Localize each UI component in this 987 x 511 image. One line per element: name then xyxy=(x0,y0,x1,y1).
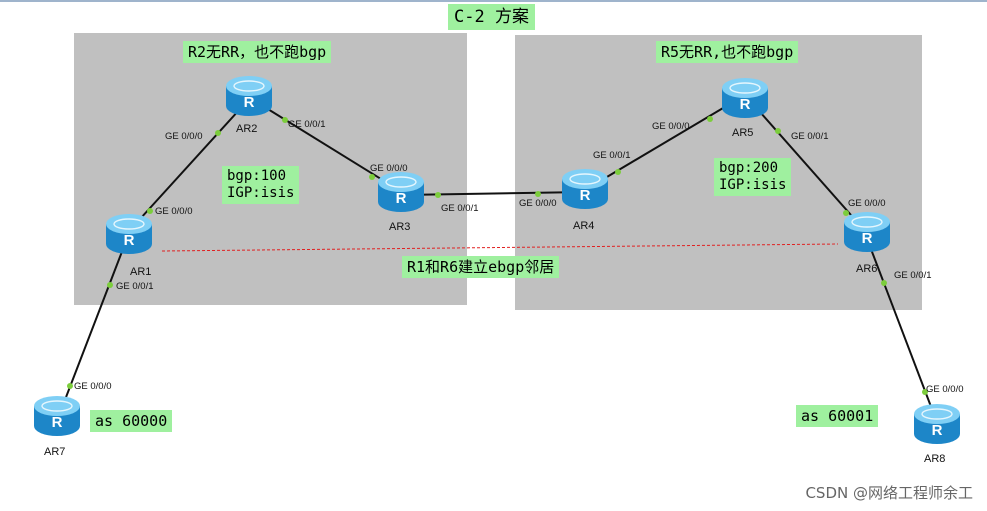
diagram-title: C-2 方案 xyxy=(448,4,535,30)
router-glyph: R xyxy=(580,187,591,204)
port-dot xyxy=(435,192,441,198)
port-dot xyxy=(922,389,928,395)
link-ar2-ar3 xyxy=(249,97,403,193)
router-glyph: R xyxy=(124,232,135,249)
as100-igp: IGP:isis xyxy=(227,185,295,201)
as100-bgp: bgp:100 xyxy=(227,168,287,184)
ebgp-peering-line xyxy=(161,243,839,252)
port-dot xyxy=(67,383,73,389)
router-glyph: R xyxy=(932,422,943,439)
port-label: GE 0/0/1 xyxy=(791,131,829,142)
router-glyph: R xyxy=(52,414,63,431)
top-border xyxy=(0,0,987,2)
router-ar3-icon[interactable]: R xyxy=(376,170,426,216)
port-dot xyxy=(369,174,375,180)
router-ar5-icon[interactable]: R xyxy=(720,76,770,122)
router-name-ar5: AR5 xyxy=(732,127,754,139)
link-ar5-ar6 xyxy=(744,94,867,233)
router-ar2-icon[interactable]: R xyxy=(224,74,274,120)
router-glyph: R xyxy=(740,96,751,113)
router-name-ar3: AR3 xyxy=(389,221,411,233)
router-name-ar2: AR2 xyxy=(236,123,258,135)
port-dot xyxy=(282,117,288,123)
router-glyph: R xyxy=(862,230,873,247)
link-ar3-ar4 xyxy=(401,191,586,196)
router-glyph: R xyxy=(244,94,255,111)
port-label: GE 0/0/1 xyxy=(288,119,326,130)
port-label: GE 0/0/1 xyxy=(593,150,631,161)
port-label: GE 0/0/0 xyxy=(519,198,557,209)
port-label: GE 0/0/0 xyxy=(74,381,112,392)
router-name-ar7: AR7 xyxy=(44,446,66,458)
router-name-ar8: AR8 xyxy=(924,453,946,465)
router-name-ar1: AR1 xyxy=(130,266,152,278)
router-ar4-icon[interactable]: R xyxy=(560,167,610,213)
router-ar8-icon[interactable]: R xyxy=(912,402,962,448)
port-dot xyxy=(535,191,541,197)
port-label: GE 0/0/1 xyxy=(116,281,154,292)
router-ar7-icon[interactable]: R xyxy=(32,394,82,440)
as-left-label: as 60000 xyxy=(90,410,173,432)
port-dot xyxy=(775,128,781,134)
port-dot xyxy=(881,280,887,286)
port-dot xyxy=(707,116,713,122)
port-label: GE 0/0/0 xyxy=(652,121,690,132)
port-label: GE 0/0/0 xyxy=(165,131,203,142)
port-label: GE 0/0/1 xyxy=(894,270,932,281)
as200-note: R5无RR,也不跑bgp xyxy=(656,41,799,63)
as100-note: R2无RR，也不跑bgp xyxy=(183,41,332,63)
router-ar1-icon[interactable]: R xyxy=(104,212,154,258)
as200-info: bgp:200 IGP:isis xyxy=(714,158,792,196)
port-label: GE 0/0/0 xyxy=(848,198,886,209)
port-label: GE 0/0/1 xyxy=(441,203,479,214)
port-dot xyxy=(843,210,849,216)
router-ar6-icon[interactable]: R xyxy=(842,210,892,256)
as100-info: bgp:100 IGP:isis xyxy=(222,166,300,204)
port-label: GE 0/0/0 xyxy=(370,163,408,174)
port-label: GE 0/0/0 xyxy=(155,206,193,217)
as200-bgp: bgp:200 xyxy=(719,160,779,176)
port-dot xyxy=(215,130,221,136)
router-name-ar4: AR4 xyxy=(573,220,595,232)
router-glyph: R xyxy=(396,190,407,207)
port-dot xyxy=(147,208,153,214)
port-dot xyxy=(615,169,621,175)
as200-igp: IGP:isis xyxy=(719,177,787,193)
link-ar4-ar5 xyxy=(584,94,746,191)
watermark: CSDN @网络工程师余工 xyxy=(805,484,973,502)
ebgp-note: R1和R6建立ebgp邻居 xyxy=(402,256,560,278)
port-label: GE 0/0/0 xyxy=(926,384,964,395)
as-right-label: as 60001 xyxy=(796,405,879,427)
router-name-ar6: AR6 xyxy=(856,263,878,275)
port-dot xyxy=(107,282,113,288)
